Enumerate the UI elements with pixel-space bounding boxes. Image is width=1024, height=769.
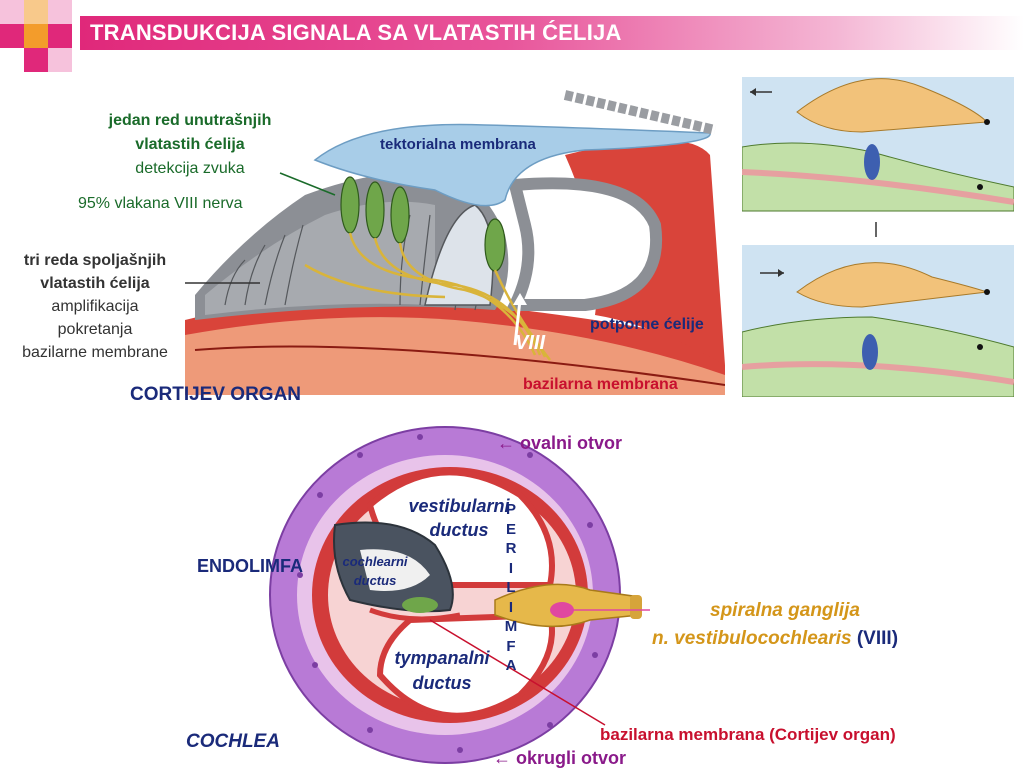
perilymph-vertical-label: P E R I L I M F A [502, 500, 520, 676]
cochlea-title: COCHLEA [186, 731, 280, 752]
round-window-label: ← okrugli otvor [493, 748, 627, 768]
corti-organ-title: CORTIJEV ORGAN [130, 384, 302, 405]
perilymph-letter: M [504, 618, 518, 635]
inner-fibers-label: 95% vlakana VIII nerva [78, 195, 243, 212]
perilymph-letter: A [505, 657, 517, 674]
perilymph-letter: R [505, 540, 517, 557]
cochlea-illustration [269, 426, 650, 764]
vestibulocochlear-nerve-label: n. vestibulocochlearis (VIII) [652, 628, 898, 650]
tympanic-duct-label-1: tympanalni [394, 648, 490, 668]
perilymph-letter: I [508, 598, 514, 616]
cochlear-duct-label-2: ductus [353, 573, 397, 588]
endolymph-label: ENDOLIMFA [197, 556, 303, 576]
outer-hair-cells-desc-3: bazilarne membrane [22, 344, 168, 361]
basilar-membrane-label: bazilarna membrana [523, 376, 678, 393]
basilar-corti-label: bazilarna membrana (Cortijev organ) [600, 725, 896, 744]
outer-hair-cells-title-1: tri reda spoljašnjih [23, 252, 167, 269]
corti-organ-illustration [185, 90, 725, 395]
perilymph-letter: F [506, 637, 516, 655]
vestibular-duct-label-2: ductus [429, 520, 489, 540]
nerve-name: n. vestibulocochlearis [652, 628, 852, 649]
perilymph-letter: I [508, 559, 514, 577]
perilymph-letter: P [505, 501, 516, 518]
inner-hair-cells-title-2: vlatastih ćelija [135, 136, 245, 153]
nerve-number: (VIII) [856, 628, 899, 649]
vestibular-duct-label-1: vestibularni [408, 496, 510, 516]
oval-window-label: ← ovalni otvor [497, 433, 623, 453]
inner-hair-cells-title-1: jedan red unutrašnjih [108, 112, 272, 129]
outer-hair-cells-desc-2: pokretanja [57, 321, 133, 338]
title-bar [80, 16, 1024, 50]
outer-hair-cells-title-2: vlatastih ćelija [40, 275, 150, 292]
supporting-cells-label: potporne ćelije [590, 316, 704, 333]
inner-hair-cells-desc: detekcija zvuka [135, 160, 245, 177]
hair-cell-deflection-panels [742, 77, 1014, 397]
perilymph-letter: L [506, 579, 516, 596]
nerve-viii-label: VIII [515, 332, 546, 354]
perilymph-letter: E [505, 520, 516, 538]
spiral-ganglion-label: spiralna ganglija [710, 600, 860, 621]
tympanic-duct-label-2: ductus [412, 673, 472, 693]
page-title: TRANSDUKCIJA SIGNALA SA VLATASTIH ĆELIJA [90, 20, 622, 45]
outer-hair-cells-desc-1: amplifikacija [51, 298, 139, 315]
cochlear-duct-label-1: cochlearni [342, 554, 408, 569]
tectorial-membrane-label: tektorialna membrana [380, 136, 536, 153]
